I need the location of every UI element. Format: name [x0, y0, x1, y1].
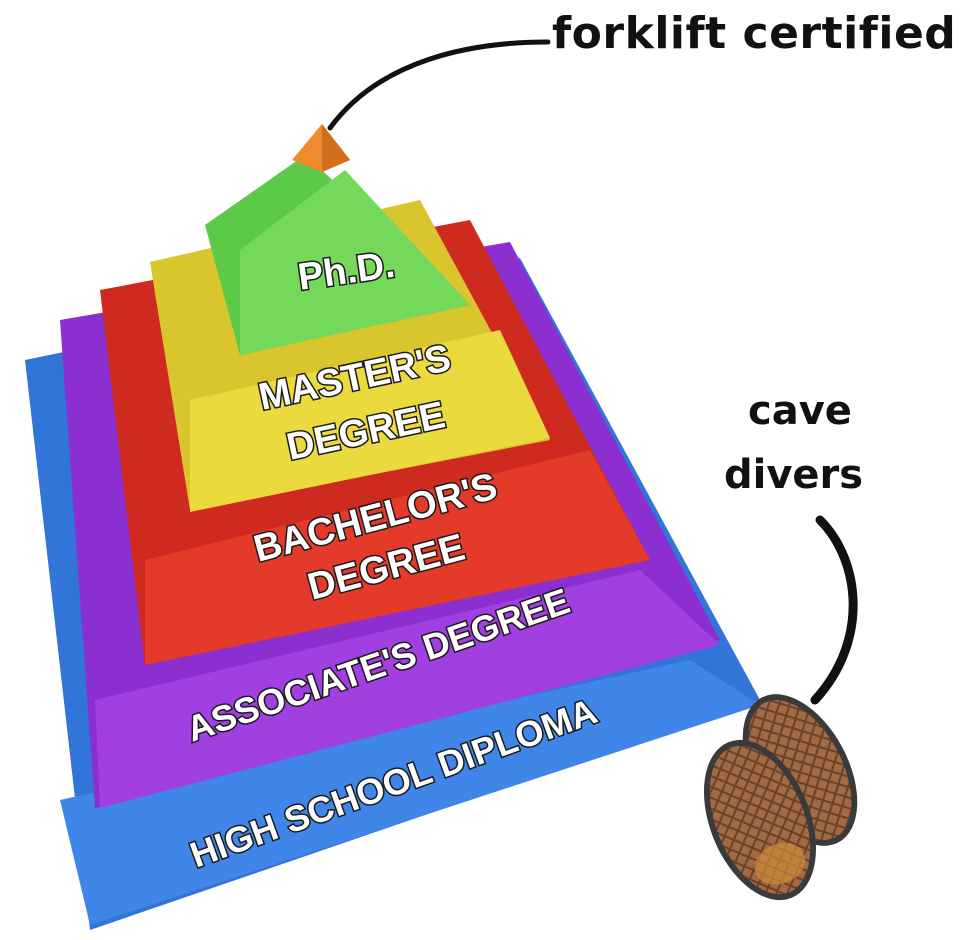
caption-cave-line2: divers	[724, 452, 864, 498]
tier-phd-face	[240, 170, 470, 355]
apex-block-shade	[322, 124, 350, 172]
shoe-sole-front	[703, 739, 817, 901]
pyramid	[25, 124, 760, 930]
pointer-line-cave-divers	[810, 515, 858, 705]
caption-forklift-certified: forklift certified	[552, 8, 957, 59]
tier-masters-face	[190, 330, 550, 512]
pointer-line-forklift	[327, 39, 551, 131]
tier-associates-face	[95, 570, 720, 808]
tier-high-school-face	[60, 660, 760, 925]
shoe-soles	[703, 694, 858, 901]
caption-cave-line1: cave	[748, 388, 852, 434]
tier-bachelors-face	[145, 450, 650, 665]
